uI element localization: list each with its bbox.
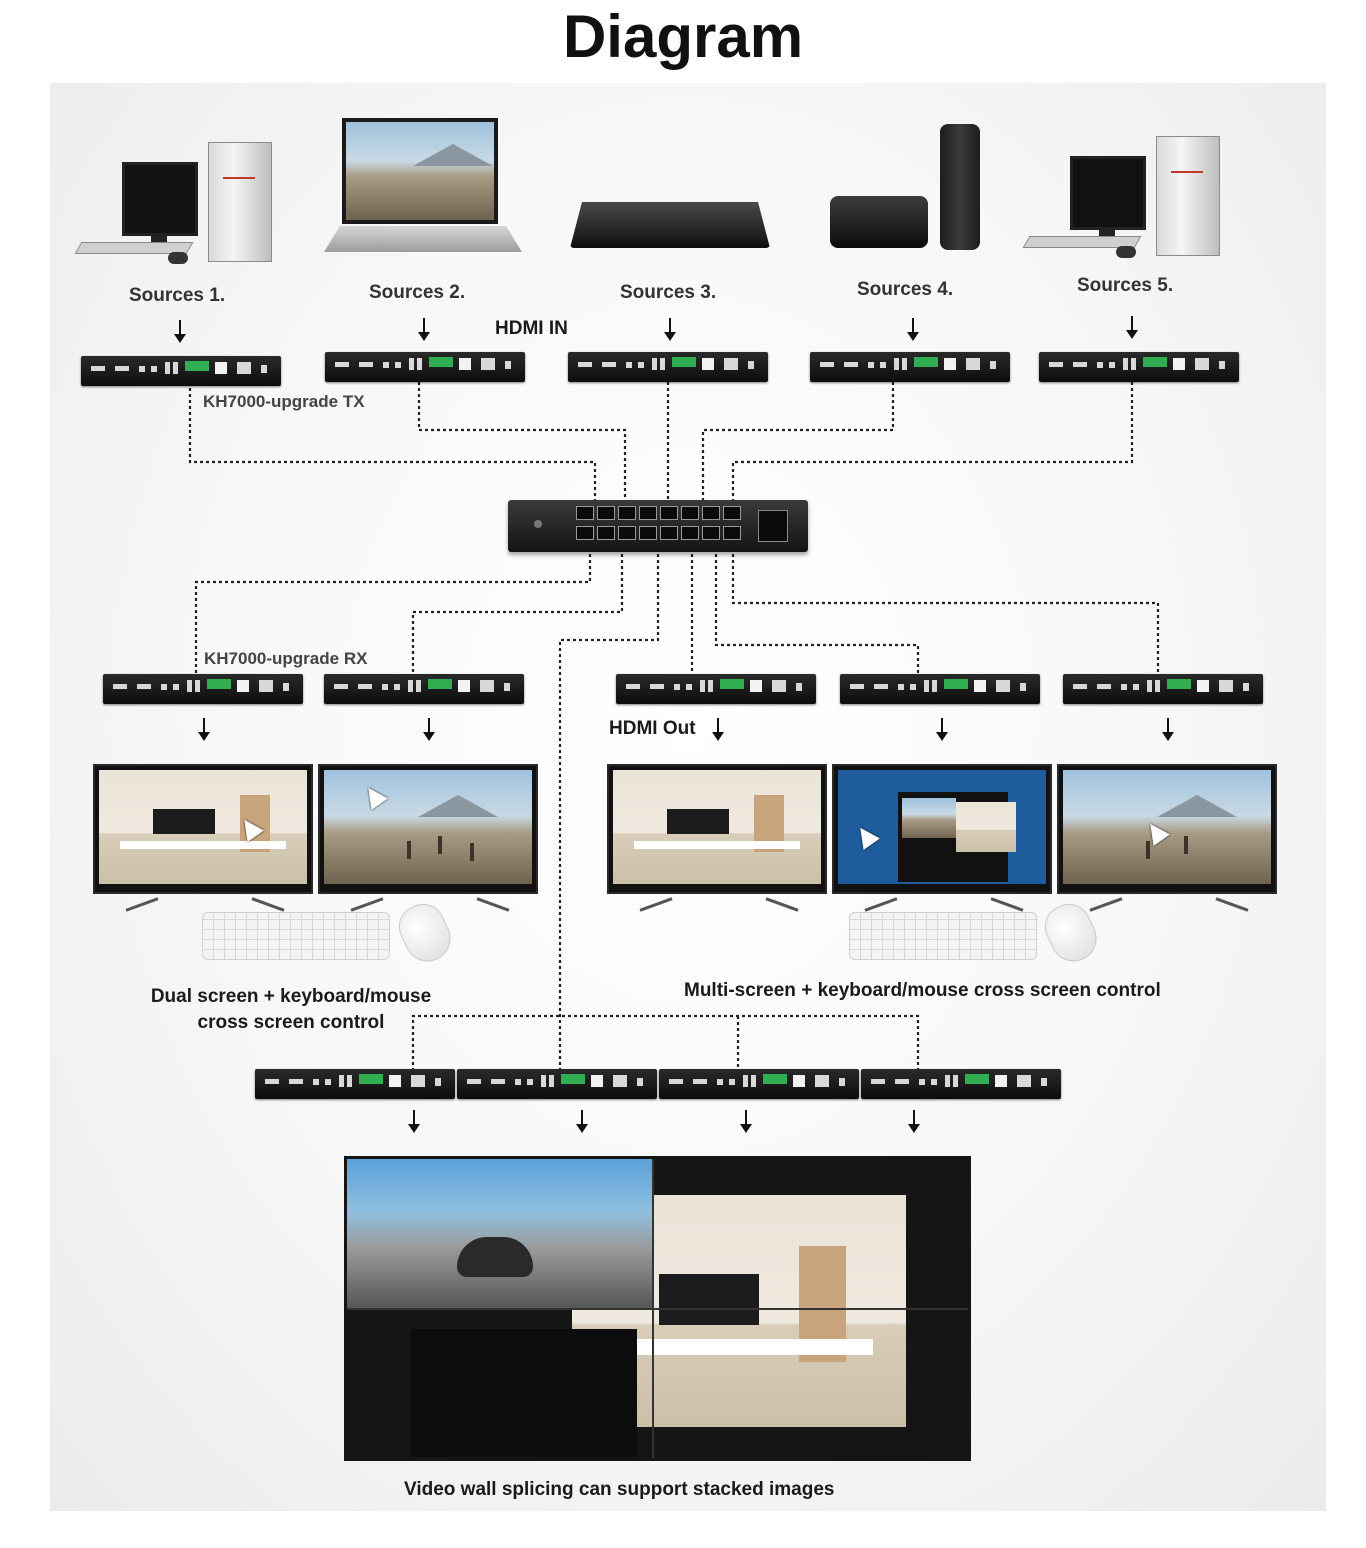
down-arrow-icon (738, 1110, 754, 1134)
keyboard-icon (849, 912, 1037, 960)
down-arrow-icon (1160, 718, 1176, 742)
down-arrow-icon (1124, 316, 1140, 340)
hdmi-in-label: HDMI IN (495, 318, 568, 340)
down-arrow-icon (906, 1110, 922, 1134)
down-arrow-icon (421, 718, 437, 742)
tv-display-icon (607, 764, 827, 894)
rx-extender (616, 674, 816, 704)
down-arrow-icon (710, 718, 726, 742)
bluray-player-icon (570, 202, 770, 254)
down-arrow-icon (416, 318, 432, 342)
hdmi-out-label: HDMI Out (609, 718, 696, 740)
rx-extender (861, 1069, 1061, 1099)
rx-extender (255, 1069, 455, 1099)
tv-display-icon (1057, 764, 1277, 894)
tx-extender (1039, 352, 1239, 382)
network-switch-icon (508, 500, 808, 552)
desktop-pc-icon (1020, 134, 1220, 264)
tv-display-icon (93, 764, 313, 894)
tv-display-icon (318, 764, 538, 894)
caption-dual-screen: Dual screen + keyboard/mouse cross scree… (126, 984, 456, 1036)
source-label: Sources 1. (129, 285, 225, 307)
caption-multi-screen: Multi-screen + keyboard/mouse cross scre… (684, 980, 1161, 1002)
rx-extender (324, 674, 524, 704)
source-label: Sources 4. (857, 279, 953, 301)
down-arrow-icon (662, 318, 678, 342)
laptop-icon (322, 116, 524, 258)
keyboard-icon (202, 912, 390, 960)
caption-video-wall: Video wall splicing can support stacked … (404, 1479, 834, 1501)
tx-extender (81, 356, 281, 386)
tx-extender (810, 352, 1010, 382)
rx-extender (103, 674, 303, 704)
source-label: Sources 3. (620, 282, 716, 304)
rx-label: KH7000-upgrade RX (204, 649, 367, 669)
rx-extender (457, 1069, 657, 1099)
source-label: Sources 2. (369, 282, 465, 304)
down-arrow-icon (172, 320, 188, 344)
source-label: Sources 5. (1077, 275, 1173, 297)
down-arrow-icon (905, 318, 921, 342)
page-title: Diagram (0, 0, 1366, 80)
tx-extender (568, 352, 768, 382)
desktop-pc-icon (72, 140, 272, 270)
down-arrow-icon (934, 718, 950, 742)
tx-extender (325, 352, 525, 382)
down-arrow-icon (196, 718, 212, 742)
tx-label: KH7000-upgrade TX (203, 392, 365, 412)
rx-extender (1063, 674, 1263, 704)
streaming-box-icon (828, 122, 984, 252)
video-wall (344, 1156, 971, 1461)
down-arrow-icon (574, 1110, 590, 1134)
down-arrow-icon (406, 1110, 422, 1134)
rx-extender (840, 674, 1040, 704)
rx-extender (659, 1069, 859, 1099)
